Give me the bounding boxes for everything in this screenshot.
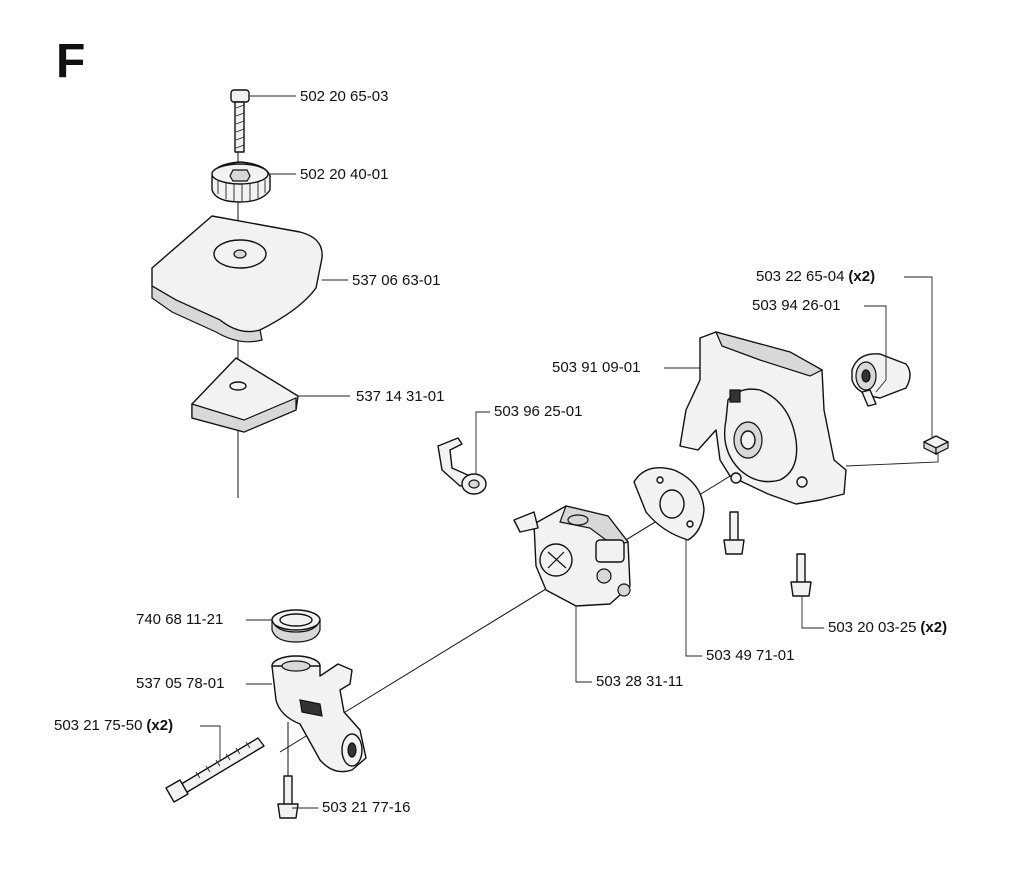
part-number: 503 21 75-50 <box>54 717 143 734</box>
part-label-carburetor: 503 28 31-11 <box>596 673 683 691</box>
part-label-knob: 502 20 40-01 <box>300 166 388 184</box>
ring-part <box>271 609 321 643</box>
part-number: 503 22 65-04 <box>756 268 845 285</box>
carburetor-part <box>513 505 631 607</box>
knob-part <box>211 161 271 203</box>
part-number: 537 05 78-01 <box>136 675 225 692</box>
part-label-ring: 740 68 11-21 <box>136 611 223 629</box>
part-number: 503 96 25-01 <box>494 403 583 420</box>
part-number: 740 68 11-21 <box>136 611 224 628</box>
filter-holder-part <box>679 331 847 505</box>
part-number: 503 94 26-01 <box>752 297 841 314</box>
part-label-intake: 537 05 78-01 <box>136 675 224 693</box>
part-label-filter-holder: 503 91 09-01 <box>552 359 640 377</box>
leader-lines <box>200 95 939 809</box>
part-number: 502 20 40-01 <box>300 166 389 183</box>
part-label-nut: 503 22 65-04(x2) <box>756 268 875 286</box>
holder-screws-part <box>723 511 812 597</box>
part-number: 502 20 65-03 <box>300 88 389 105</box>
small-screw-part <box>277 722 299 819</box>
gasket-part <box>633 467 705 541</box>
part-label-air-cover: 537 06 63-01 <box>352 272 440 290</box>
bolt-part <box>230 89 250 153</box>
part-number: 503 20 03-25 <box>828 619 917 636</box>
part-number: 503 91 09-01 <box>552 359 641 376</box>
sleeve-part <box>851 353 911 407</box>
part-quantity: (x2) <box>146 717 174 734</box>
section-letter: F <box>56 35 86 88</box>
part-label-long-screw: 503 21 75-50(x2) <box>54 717 173 735</box>
throttle-link-part <box>437 437 487 495</box>
part-number: 503 49 71-01 <box>706 647 795 664</box>
air-cover-part <box>151 215 323 343</box>
part-number: 503 28 31-11 <box>596 673 684 690</box>
part-quantity: (x2) <box>848 268 876 285</box>
intake-part <box>271 655 367 773</box>
part-number: 537 06 63-01 <box>352 272 441 289</box>
part-label-air-filter: 537 14 31-01 <box>356 388 444 406</box>
part-label-sleeve: 503 94 26-01 <box>752 297 840 315</box>
long-screw-part <box>165 737 265 803</box>
part-number: 537 14 31-01 <box>356 388 445 405</box>
air-filter-part <box>191 357 299 433</box>
part-label-throttle-link: 503 96 25-01 <box>494 403 582 421</box>
part-label-holder-screw: 503 20 03-25(x2) <box>828 619 947 637</box>
part-quantity: (x2) <box>920 619 948 636</box>
nut-part <box>923 435 949 455</box>
part-label-small-screw: 503 21 77-16 <box>322 799 410 817</box>
part-label-gasket: 503 49 71-01 <box>706 647 794 665</box>
part-label-bolt: 502 20 65-03 <box>300 88 388 106</box>
part-number: 503 21 77-16 <box>322 799 411 816</box>
